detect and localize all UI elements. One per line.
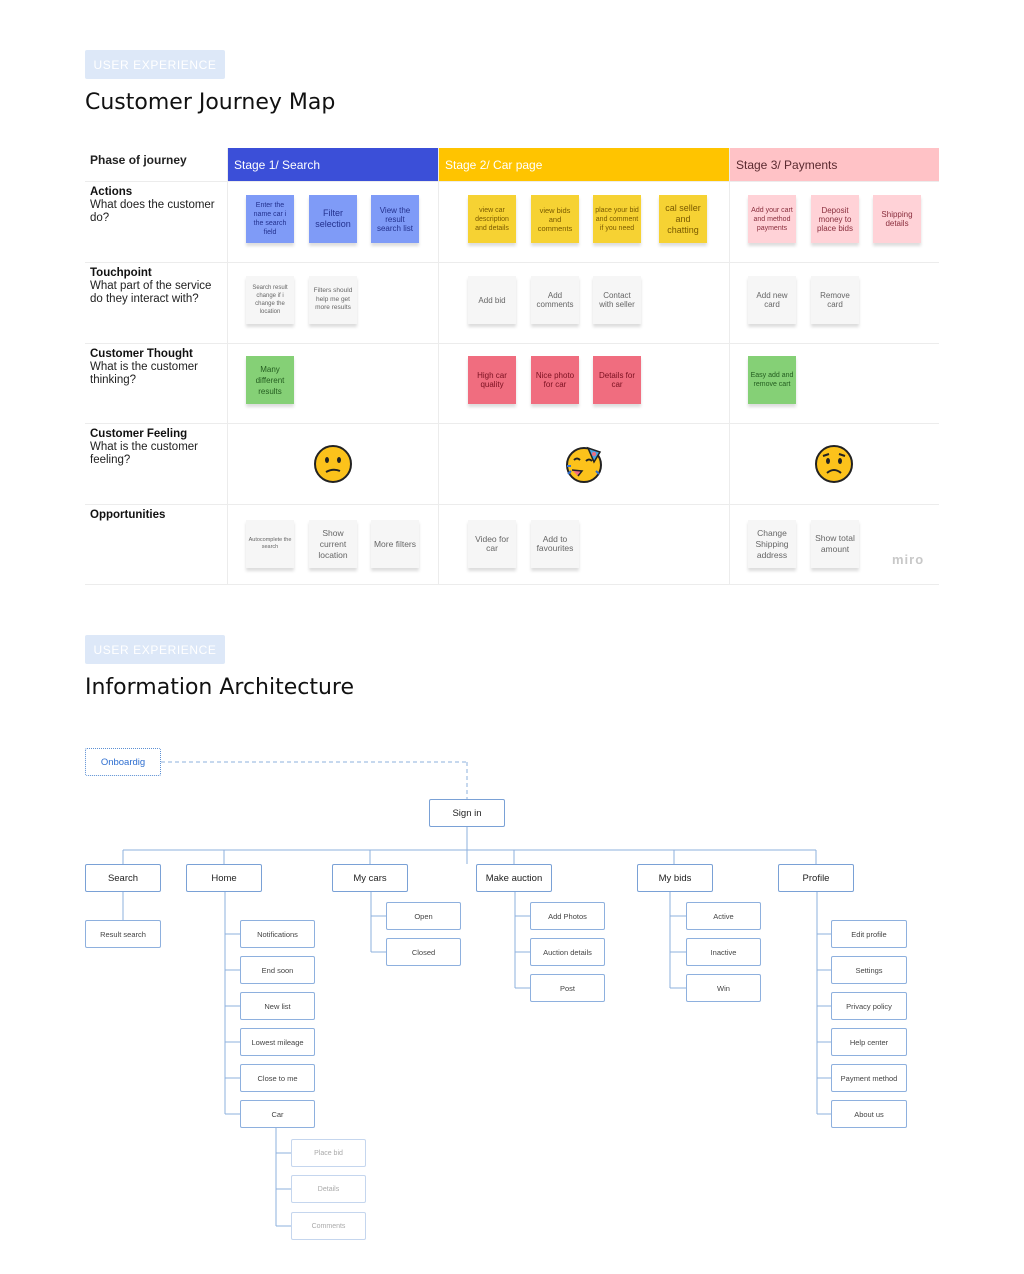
sticky-note: High car quality (468, 356, 516, 404)
ia-node-new-list: New list (240, 992, 315, 1020)
ia-node-inactive: Inactive (686, 938, 761, 966)
ia-node-result-search: Result search (85, 920, 161, 948)
sticky-note: View the result search list (371, 195, 419, 243)
grid-divider (227, 148, 228, 585)
sticky-note: Show current location (309, 520, 357, 568)
ia-node-add-photos: Add Photos (530, 902, 605, 930)
ia-node-my-cars: My cars (332, 864, 408, 892)
journey-map: Phase of journey Stage 1/ Search Stage 2… (85, 148, 939, 585)
row-title: Touchpoint (90, 267, 152, 279)
ia-node-auction-details: Auction details (530, 938, 605, 966)
section-tag: USER EXPERIENCE (85, 635, 225, 664)
sticky-note: Enter the name car i the search field (246, 195, 294, 243)
section-title: Information Architecture (85, 675, 355, 700)
ia-node-settings: Settings (831, 956, 907, 984)
sticky-note: Shipping details (873, 195, 921, 243)
ia-node-place-bid: Place bid (291, 1139, 366, 1167)
sticky-note: Autocomplete the search (246, 520, 294, 568)
sticky-note: Many different results (246, 356, 294, 404)
stage-3-header: Stage 3/ Payments (730, 148, 939, 181)
ia-node-closed: Closed (386, 938, 461, 966)
ia-node-win: Win (686, 974, 761, 1002)
grid-divider (438, 148, 439, 585)
sticky-note: Add bid (468, 276, 516, 324)
ia-node-payment-method: Payment method (831, 1064, 907, 1092)
ia-node-lowest-mileage: Lowest mileage (240, 1028, 315, 1056)
worried-face-icon (815, 445, 853, 483)
row-label-opportunities: Opportunities (90, 509, 226, 522)
sticky-note: Change Shipping address (748, 520, 796, 568)
sticky-note: place your bid and comment if you need (593, 195, 641, 243)
sticky-note: Easy add and remove cart (748, 356, 796, 404)
grid-divider (85, 423, 939, 424)
ia-node-my-bids: My bids (637, 864, 713, 892)
ia-node-end-soon: End soon (240, 956, 315, 984)
row-title: Customer Feeling (90, 428, 188, 440)
row-label-actions: Actions What does the customer do? (90, 186, 226, 225)
grid-divider (85, 181, 939, 182)
sticky-note: Filter selection (309, 195, 357, 243)
sticky-note: Show total amount (811, 520, 859, 568)
ia-node-profile: Profile (778, 864, 854, 892)
grid-divider (85, 504, 939, 505)
ia-node-details: Details (291, 1175, 366, 1203)
row-description: What is the customer feeling? (90, 441, 199, 466)
sticky-note: Contact with seller (593, 276, 641, 324)
ia-node-car: Car (240, 1100, 315, 1128)
page-title: Customer Journey Map (85, 90, 336, 115)
row-description: What part of the service do they interac… (90, 280, 212, 305)
row-description: What is the customer thinking? (90, 361, 199, 386)
ia-node-onboarding: Onboardig (85, 748, 161, 776)
stage-1-header: Stage 1/ Search (228, 148, 438, 181)
phase-label: Phase of journey (90, 153, 187, 167)
ia-node-privacy-policy: Privacy policy (831, 992, 907, 1020)
row-label-touchpoint: Touchpoint What part of the service do t… (90, 267, 226, 306)
sticky-note: Video for car (468, 520, 516, 568)
row-label-thought: Customer Thought What is the customer th… (90, 348, 226, 387)
sticky-note: Details for car (593, 356, 641, 404)
grid-divider (729, 148, 730, 585)
grid-divider (85, 343, 939, 344)
sticky-note: More filters (371, 520, 419, 568)
row-title: Customer Thought (90, 348, 193, 360)
sticky-note: Add your cart and method payments (748, 195, 796, 243)
ia-node-notifications: Notifications (240, 920, 315, 948)
sticky-note: Add comments (531, 276, 579, 324)
sticky-note: view bids and comments (531, 195, 579, 243)
row-label-feeling: Customer Feeling What is the customer fe… (90, 428, 226, 467)
sticky-note: Add to favourites (531, 520, 579, 568)
stage-2-header: Stage 2/ Car page (439, 148, 729, 181)
ia-node-open: Open (386, 902, 461, 930)
sticky-note: Filters should help me get more results (309, 276, 357, 324)
ia-node-sign-in: Sign in (429, 799, 505, 827)
ia-node-search: Search (85, 864, 161, 892)
ia-node-about-us: About us (831, 1100, 907, 1128)
grid-divider (85, 262, 939, 263)
ia-node-close-to-me: Close to me (240, 1064, 315, 1092)
row-title: Opportunities (90, 509, 166, 521)
grid-divider (85, 584, 939, 585)
ia-node-help-center: Help center (831, 1028, 907, 1056)
sticky-note: Add new card (748, 276, 796, 324)
miro-watermark: miro (892, 552, 925, 567)
sticky-note: Nice photo for car (531, 356, 579, 404)
ia-node-make-auction: Make auction (476, 864, 552, 892)
party-face-icon (566, 446, 602, 483)
ia-node-post: Post (530, 974, 605, 1002)
sticky-note: cal seller and chatting (659, 195, 707, 243)
row-description: What does the customer do? (90, 199, 215, 224)
confused-face-icon (314, 445, 352, 483)
sticky-note: Deposit money to place bids (811, 195, 859, 243)
sticky-note: Search result change if i change the loc… (246, 276, 294, 324)
row-title: Actions (90, 186, 133, 198)
ia-node-active: Active (686, 902, 761, 930)
ia-node-edit-profile: Edit profile (831, 920, 907, 948)
ia-node-comments: Comments (291, 1212, 366, 1240)
ia-node-home: Home (186, 864, 262, 892)
sticky-note: Remove card (811, 276, 859, 324)
sticky-note: view car description and details (468, 195, 516, 243)
section-tag: USER EXPERIENCE (85, 50, 225, 79)
